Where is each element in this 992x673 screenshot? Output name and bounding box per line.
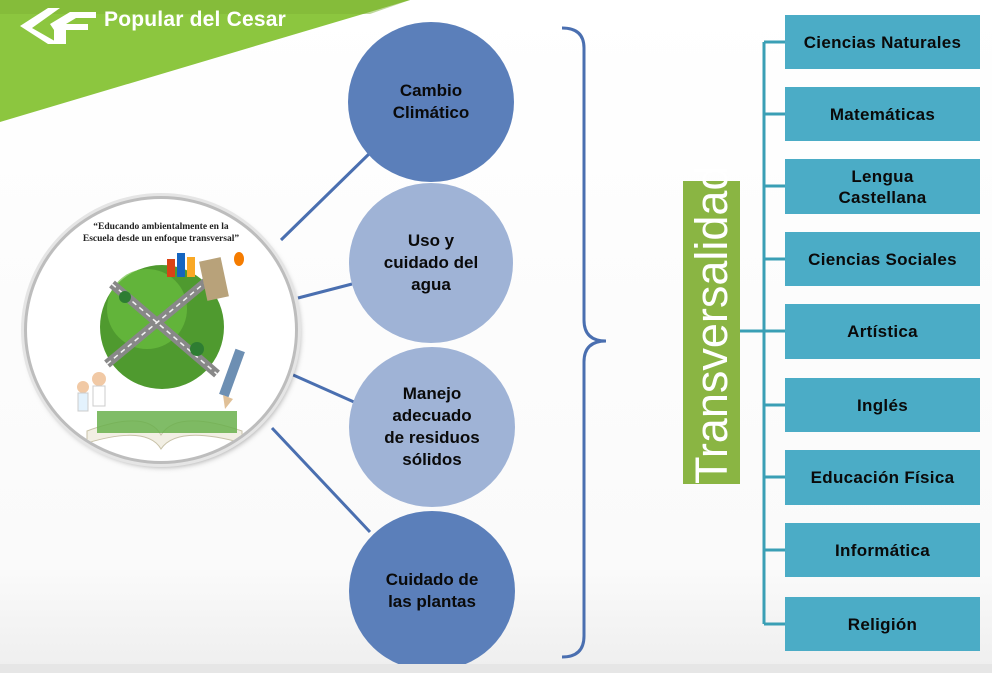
project-slogan: “Educando ambientalmente en la Escuela d… xyxy=(27,221,295,245)
topic-label-line: Uso y xyxy=(407,231,455,250)
subject-label: Educación Física xyxy=(810,468,955,487)
transversalidad-box: Transversalidad xyxy=(683,165,740,484)
subject-ingles: Inglés xyxy=(785,378,980,432)
subject-label: Lengua xyxy=(851,166,914,186)
subject-label: Artística xyxy=(847,322,918,341)
topic-label-line: Cuidado de xyxy=(385,570,479,589)
subject-label: Castellana xyxy=(838,187,927,207)
topic-cambio-climatico: Cambio Climático xyxy=(348,22,514,182)
logo-icon xyxy=(20,8,96,44)
subject-label: Religión xyxy=(847,614,918,634)
subject-ciencias-sociales: Ciencias Sociales xyxy=(785,232,980,286)
slogan-line-2: Escuela desde un enfoque transversal” xyxy=(82,234,240,244)
subject-matematicas: Matemáticas xyxy=(785,87,980,141)
topic-manejo-residuos: Manejo adecuado de residuos sólidos xyxy=(349,347,515,507)
subject-label: Ciencias Sociales xyxy=(808,249,957,269)
subject-label: Inglés xyxy=(857,395,908,415)
subject-label: Informática xyxy=(835,540,930,560)
earth-illustration xyxy=(77,252,245,450)
project-image: “Educando ambientalmente en la Escuela d… xyxy=(24,196,298,464)
topic-uso-cuidado-agua: Uso y cuidado del agua xyxy=(349,183,513,343)
subject-tree xyxy=(740,40,785,626)
connector-line-4 xyxy=(270,426,372,534)
subject-lengua-castellana: Lengua Castellana xyxy=(785,159,980,214)
header-title: Popular del Cesar xyxy=(104,8,286,31)
topic-label-line: cuidado del xyxy=(383,253,479,272)
subject-label: Matemáticas xyxy=(829,104,936,124)
slogan-line-1: “Educando ambientalmente en la xyxy=(93,222,229,232)
topic-label-line: las plantas xyxy=(388,592,476,611)
topic-label-line: Climático xyxy=(392,103,470,122)
topic-label-line: adecuado xyxy=(392,406,472,425)
topic-label-line: Manejo xyxy=(402,384,462,403)
connector-line-2 xyxy=(297,282,353,300)
curly-brace xyxy=(561,26,607,659)
subject-label: Ciencias Naturales xyxy=(803,32,962,52)
subject-educacion-fisica: Educación Física xyxy=(785,450,980,505)
subject-informatica: Informática xyxy=(785,523,980,577)
connector-line-1 xyxy=(279,150,373,242)
topic-cuidado-plantas: Cuidado de las plantas xyxy=(349,511,515,671)
bottom-bar xyxy=(0,664,992,673)
subject-artistica: Artística xyxy=(785,304,980,359)
header-banner xyxy=(0,0,410,122)
topic-label-line: agua xyxy=(411,275,451,294)
topic-label-line: sólidos xyxy=(402,450,462,469)
topic-label-line: de residuos xyxy=(384,428,480,447)
topic-label-line: Cambio xyxy=(399,81,463,100)
connector-line-3 xyxy=(290,372,355,404)
subject-ciencias-naturales: Ciencias Naturales xyxy=(785,15,980,69)
transversalidad-label: Transversalidad xyxy=(686,165,737,484)
subject-religion: Religión xyxy=(785,597,980,651)
